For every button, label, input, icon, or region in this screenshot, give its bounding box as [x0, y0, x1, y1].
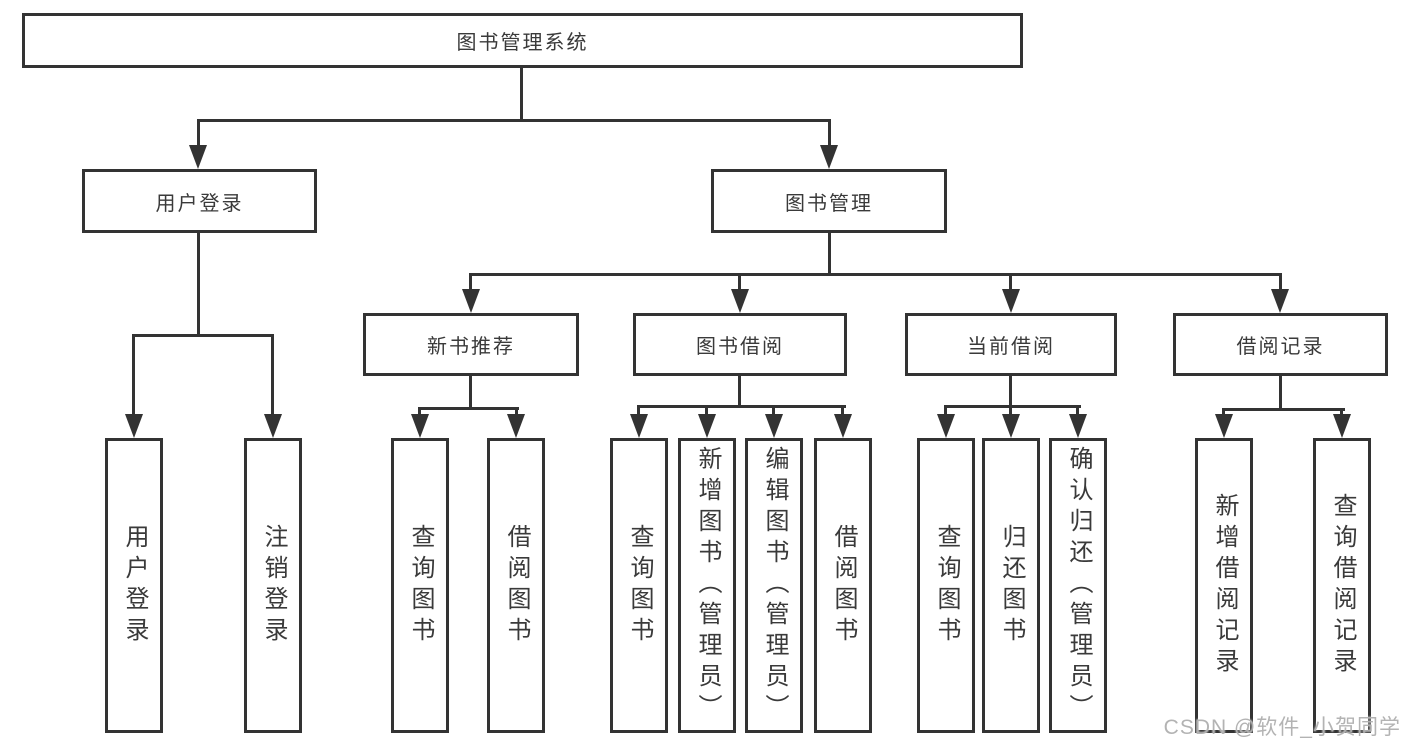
node-label: 借阅图书	[503, 523, 530, 648]
node-label: 归还图书	[998, 523, 1025, 648]
arrowhead-down-icon	[937, 414, 955, 438]
leaf-logout: 注销登录	[244, 438, 302, 733]
leaf-return-book: 归还图书	[982, 438, 1040, 733]
node-label: 图书借阅	[696, 336, 784, 358]
node-label: 编辑图书（管理员）	[761, 446, 788, 725]
arrowhead-down-icon	[698, 414, 716, 438]
arrowhead-down-icon	[765, 414, 783, 438]
node-label: 新书推荐	[427, 336, 515, 358]
connector-line	[1222, 408, 1225, 417]
arrowhead-down-icon	[731, 289, 749, 313]
connector-line	[944, 405, 1081, 408]
node-label: 图书管理系统	[456, 32, 589, 54]
node-new-book-recommendation: 新书推荐	[363, 313, 579, 376]
node-label: 用户登录	[121, 523, 148, 648]
leaf-add-borrow-record: 新增借阅记录	[1195, 438, 1253, 733]
arrowhead-down-icon	[507, 414, 525, 438]
connector-line	[772, 405, 775, 417]
connector-line	[637, 405, 640, 417]
node-book-borrowing: 图书借阅	[633, 313, 847, 376]
leaf-borrow-books-borrow: 借阅图书	[814, 438, 872, 733]
node-borrowing-records: 借阅记录	[1173, 313, 1388, 376]
arrowhead-down-icon	[411, 414, 429, 438]
leaf-query-borrow-record: 查询借阅记录	[1313, 438, 1371, 733]
connector-line	[132, 334, 274, 337]
connector-line	[1009, 273, 1012, 293]
node-label: 新增借阅记录	[1211, 492, 1238, 679]
connector-line	[418, 407, 519, 410]
connector-line	[197, 119, 200, 149]
connector-line	[132, 334, 135, 416]
node-label: 图书管理	[785, 192, 873, 215]
connector-line	[738, 376, 741, 408]
arrowhead-down-icon	[1002, 289, 1020, 313]
leaf-confirm-return-admin: 确认归还（管理员）	[1049, 438, 1107, 733]
connector-line	[828, 233, 831, 276]
connector-line	[1340, 408, 1343, 417]
node-label: 借阅记录	[1236, 336, 1325, 358]
leaf-borrow-books-recommend: 借阅图书	[487, 438, 545, 733]
node-label: 查询借阅记录	[1329, 492, 1356, 679]
arrowhead-down-icon	[189, 145, 207, 169]
arrowhead-down-icon	[820, 145, 838, 169]
connector-line	[637, 405, 846, 408]
connector-line	[1279, 273, 1282, 293]
connector-line	[271, 334, 274, 416]
arrowhead-down-icon	[1333, 414, 1351, 438]
leaf-add-book-admin: 新增图书（管理员）	[678, 438, 736, 733]
connector-line	[418, 407, 421, 417]
connector-line	[469, 273, 472, 293]
connector-line	[1076, 405, 1079, 417]
connector-line	[469, 273, 1282, 276]
connector-line	[197, 119, 831, 122]
arrowhead-down-icon	[1271, 289, 1289, 313]
node-label: 查询图书	[407, 523, 434, 648]
connector-line	[1009, 376, 1012, 408]
leaf-user-login: 用户登录	[105, 438, 163, 733]
connector-line	[1009, 405, 1012, 417]
arrowhead-down-icon	[1069, 414, 1087, 438]
watermark: CSDN @软件_小贺同学	[1163, 716, 1401, 739]
leaf-query-books-current: 查询图书	[917, 438, 975, 733]
arrowhead-down-icon	[264, 414, 282, 438]
node-library-system: 图书管理系统	[22, 13, 1023, 68]
connector-line	[828, 119, 831, 149]
node-user-login: 用户登录	[82, 169, 317, 233]
arrowhead-down-icon	[462, 289, 480, 313]
connector-line	[738, 273, 741, 293]
node-label: 新增图书（管理员）	[694, 446, 721, 725]
connector-line	[705, 405, 708, 417]
node-label: 查询图书	[933, 523, 960, 648]
connector-line	[469, 376, 472, 410]
connector-line	[944, 405, 947, 417]
node-current-borrowing: 当前借阅	[905, 313, 1117, 376]
leaf-edit-book-admin: 编辑图书（管理员）	[745, 438, 803, 733]
node-label: 借阅图书	[830, 523, 857, 648]
arrowhead-down-icon	[630, 414, 648, 438]
connector-line	[1222, 408, 1345, 411]
node-label: 注销登录	[260, 523, 287, 648]
connector-line	[1279, 376, 1282, 411]
connector-line	[197, 233, 200, 337]
connector-line	[841, 405, 844, 417]
arrowhead-down-icon	[1002, 414, 1020, 438]
connector-line	[520, 68, 523, 122]
leaf-query-books-borrow: 查询图书	[610, 438, 668, 733]
arrowhead-down-icon	[834, 414, 852, 438]
node-label: 确认归还（管理员）	[1065, 446, 1092, 725]
leaf-query-books-recommend: 查询图书	[391, 438, 449, 733]
connector-line	[515, 407, 518, 417]
arrowhead-down-icon	[1215, 414, 1233, 438]
node-label: 当前借阅	[967, 336, 1055, 358]
arrowhead-down-icon	[125, 414, 143, 438]
node-book-management: 图书管理	[711, 169, 947, 233]
node-label: 用户登录	[155, 192, 244, 215]
node-label: 查询图书	[626, 523, 653, 648]
